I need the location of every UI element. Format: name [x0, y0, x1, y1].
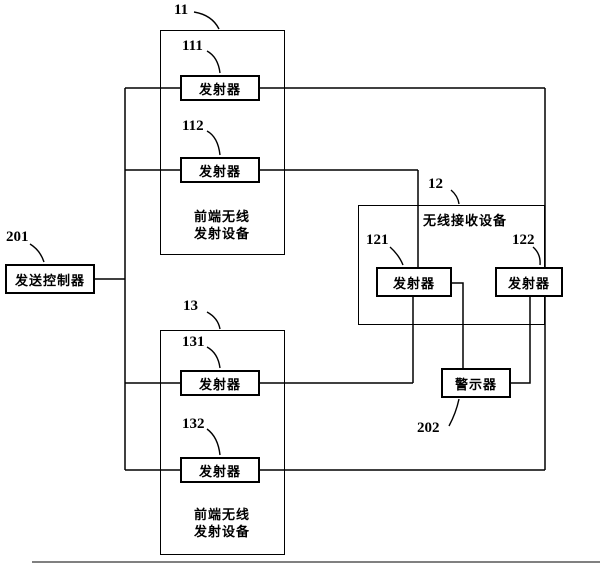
ref-label-202: 202 — [417, 420, 440, 436]
controller-label: 发送控制器 — [14, 272, 85, 288]
group-caption-top-line2: 发射设备 — [193, 226, 250, 241]
group-box-receiver-device — [358, 205, 545, 325]
transmitter-box-131: 发射器 — [180, 370, 260, 396]
transmitter-label-111: 发射器 — [198, 81, 241, 97]
leader-202 — [448, 398, 460, 427]
ref-label-201: 201 — [6, 229, 29, 245]
leader-11 — [193, 11, 220, 30]
leader-201 — [29, 243, 45, 263]
leader-131 — [206, 346, 221, 369]
receiver-label-121: 发射器 — [392, 275, 435, 291]
ref-label-112: 112 — [182, 118, 204, 134]
alarm-box: 警示器 — [441, 368, 511, 398]
transmitter-label-132: 发射器 — [198, 463, 241, 479]
receiver-box-121: 发射器 — [376, 267, 452, 297]
leader-112 — [206, 130, 221, 156]
ref-label-13: 13 — [183, 298, 198, 314]
transmitter-label-131: 发射器 — [198, 376, 241, 392]
transmitter-box-112: 发射器 — [180, 157, 260, 183]
ref-label-111: 111 — [182, 38, 203, 54]
receiver-label-122: 发射器 — [507, 275, 550, 291]
line-rx121-to-alarm — [452, 282, 464, 368]
leader-111 — [206, 50, 221, 74]
group-box-front-device-top — [160, 30, 285, 255]
leader-122 — [532, 246, 541, 266]
ref-label-131: 131 — [182, 334, 205, 350]
leader-132 — [206, 428, 221, 456]
ref-label-11: 11 — [174, 2, 189, 18]
group-caption-top: 前端无线 发射设备 — [162, 208, 282, 242]
group-caption-bottom-line2: 发射设备 — [193, 524, 250, 539]
alarm-label: 警示器 — [454, 376, 497, 392]
receiver-device-title: 无线接收设备 — [422, 213, 507, 228]
group-caption-bottom-line1: 前端无线 — [193, 507, 250, 522]
group-box-front-device-bottom — [160, 330, 285, 555]
ref-label-132: 132 — [182, 416, 205, 432]
leader-13 — [206, 311, 221, 330]
leader-12 — [450, 189, 460, 205]
ref-label-12: 12 — [428, 176, 443, 192]
transmitter-box-111: 发射器 — [180, 75, 260, 101]
leader-121 — [389, 246, 404, 266]
ref-label-122: 122 — [512, 232, 535, 248]
transmitter-box-132: 发射器 — [180, 457, 260, 483]
transmitter-label-112: 发射器 — [198, 163, 241, 179]
line-rx122-to-alarm — [511, 297, 531, 384]
controller-box: 发送控制器 — [5, 264, 95, 294]
group-caption-bottom: 前端无线 发射设备 — [162, 506, 282, 540]
group-caption-top-line1: 前端无线 — [193, 209, 250, 224]
receiver-box-122: 发射器 — [495, 267, 563, 297]
ref-label-121: 121 — [366, 232, 389, 248]
